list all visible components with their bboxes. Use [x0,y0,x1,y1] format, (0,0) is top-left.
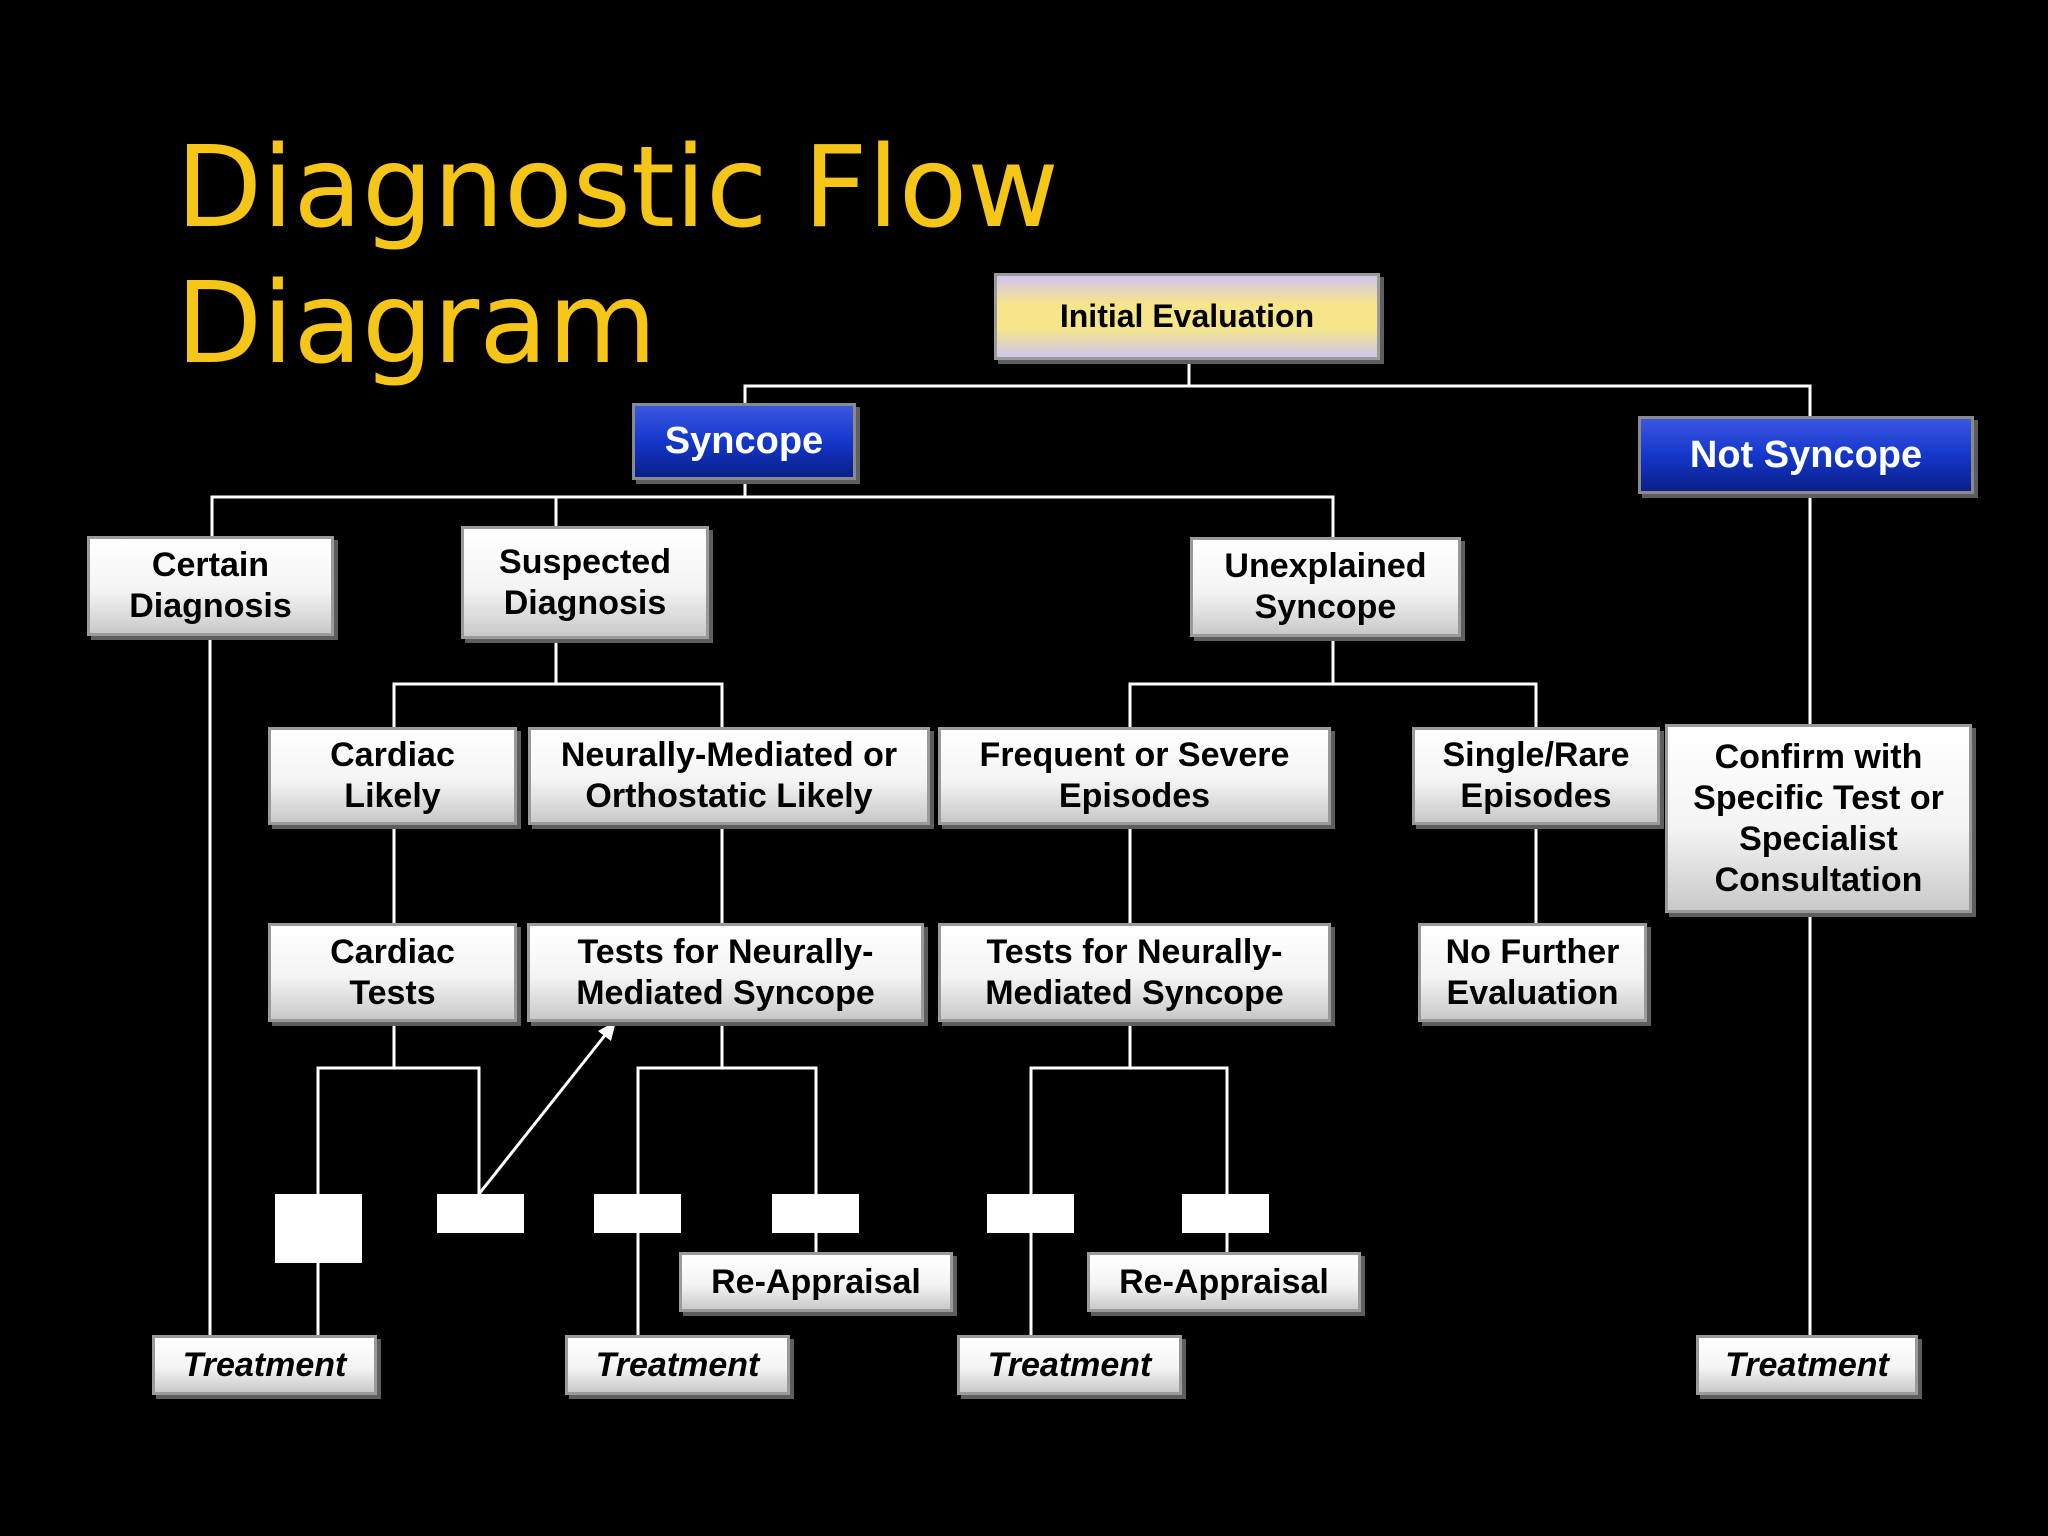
blank-box-5 [987,1194,1074,1233]
node-frequent-severe: Frequent or Severe Episodes [938,727,1331,825]
node-single-rare: Single/Rare Episodes [1412,727,1660,825]
connector-initial-split [743,360,1191,403]
node-initial-evaluation: Initial Evaluation [994,273,1380,360]
blank-box-1 [275,1194,362,1263]
blank-box-2 [437,1194,524,1233]
connector-to-neurally [556,682,724,727]
connector-to-unexplained [745,495,1335,537]
title-line-1: Diagnostic Flow [176,123,1059,253]
blank-box-4 [772,1194,859,1233]
node-treatment-4: Treatment [1696,1335,1918,1395]
connector-suspected-split [392,639,558,727]
node-tests-neurally-mediated-2: Tests for Neurally- Mediated Syncope [938,923,1331,1022]
arrow-head [598,1021,616,1041]
node-not-syncope: Not Syncope [1638,416,1974,494]
node-reappraisal-2: Re-Appraisal [1087,1252,1361,1312]
node-tests-neurally-mediated-1: Tests for Neurally- Mediated Syncope [527,923,924,1022]
node-reappraisal-1: Re-Appraisal [679,1252,953,1312]
node-treatment-2: Treatment [565,1335,790,1395]
arrow-line [477,1033,608,1195]
blank-box-3 [594,1194,681,1233]
node-no-further-evaluation: No Further Evaluation [1418,923,1647,1022]
node-suspected-diagnosis: Suspected Diagnosis [461,526,709,639]
node-neurally-mediated-likely: Neurally-Mediated or Orthostatic Likely [528,727,930,825]
node-confirm-specific: Confirm with Specific Test or Specialist… [1665,724,1972,913]
node-treatment-3: Treatment [957,1335,1182,1395]
connector-tests-nm1-right [722,1066,818,1252]
node-unexplained-syncope: Unexplained Syncope [1190,537,1461,637]
connector-syncope-split [210,480,747,536]
connector-unexplained-split [1128,637,1335,727]
page-title: Diagnostic Flow Diagram [176,120,1059,392]
blank-box-6 [1182,1194,1269,1233]
connector-tests-nm2-right [1130,1066,1229,1252]
connector-to-single [1333,682,1538,727]
node-cardiac-tests: Cardiac Tests [268,923,517,1022]
node-certain-diagnosis: Certain Diagnosis [87,536,334,636]
node-syncope: Syncope [632,403,856,480]
connector-cardiac-tests-right [394,1066,481,1194]
node-cardiac-likely: Cardiac Likely [268,727,517,825]
node-treatment-1: Treatment [152,1335,377,1395]
title-line-2: Diagram [176,259,657,389]
connector-to-not-syncope [1189,384,1812,416]
connector-cardiac-tests-split [316,1022,396,1194]
